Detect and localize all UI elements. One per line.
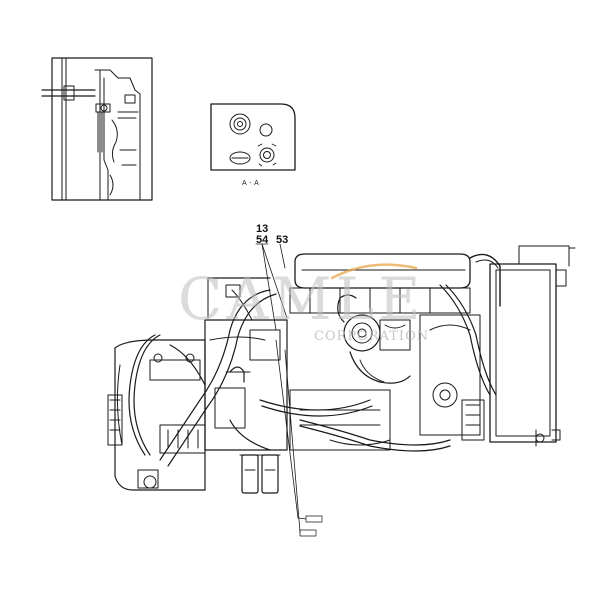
- callout-13: 13: [256, 223, 269, 235]
- flywheel-housing: [107, 339, 206, 491]
- callout-53: 53: [276, 234, 289, 246]
- radiator: [469, 245, 576, 447]
- front-accessories: [419, 314, 485, 441]
- engine-assembly: [107, 245, 576, 494]
- callout-leaders: [255, 243, 323, 537]
- section-view-a-a: [210, 103, 296, 171]
- watermark-subtitle: CORPORATION: [314, 329, 430, 344]
- coolant-hoses: [128, 284, 497, 467]
- upper-brackets: [207, 277, 271, 321]
- valve-cover: [289, 253, 471, 314]
- watermark-brand: CAMLE: [178, 265, 425, 333]
- section-label: A - A: [242, 180, 260, 187]
- callout-54: 54: [256, 234, 269, 246]
- engine-block: [204, 319, 391, 451]
- fuel-filters: [239, 449, 281, 494]
- watermark-swoosh: [330, 263, 418, 280]
- turbocharger: [337, 294, 411, 384]
- detail-view: [41, 57, 153, 201]
